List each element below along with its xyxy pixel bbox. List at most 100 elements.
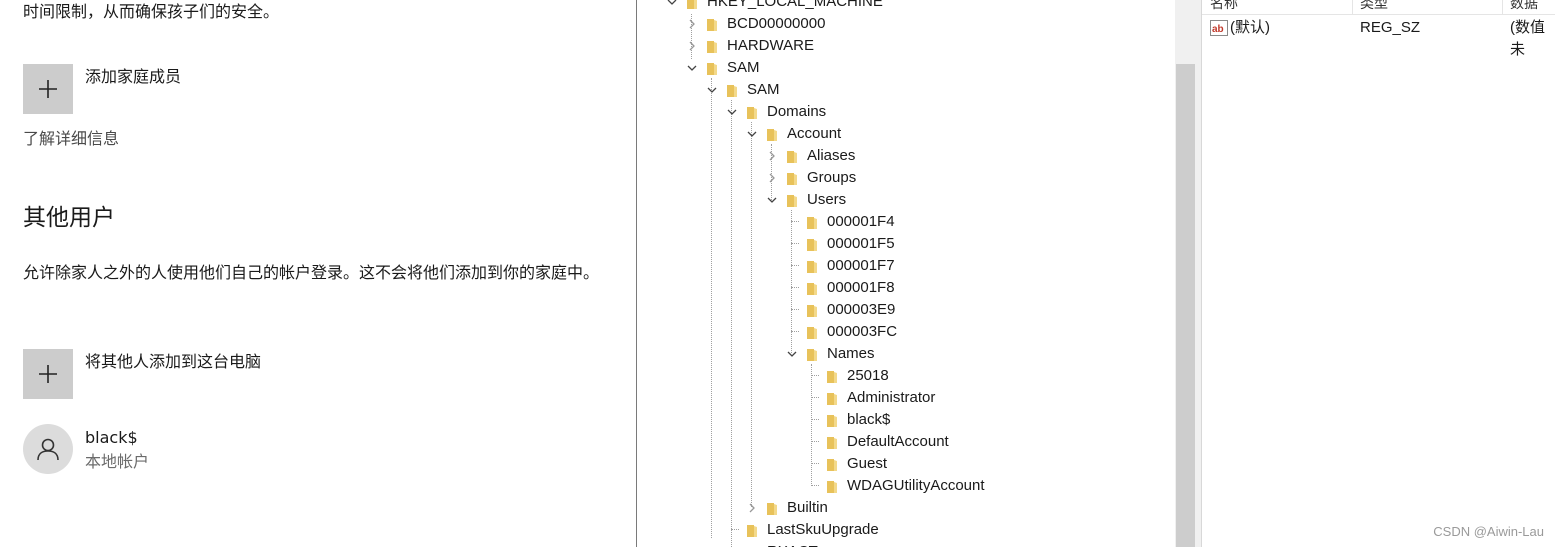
tree-node[interactable]: RXACT <box>637 541 1167 547</box>
chevron-down-icon[interactable] <box>765 189 779 211</box>
tree-node[interactable]: DefaultAccount <box>637 431 1167 453</box>
chevron-right-icon[interactable] <box>765 145 779 167</box>
chevron-right-icon[interactable] <box>685 35 699 57</box>
folder-icon <box>805 303 819 317</box>
pane-splitter[interactable] <box>1196 0 1202 547</box>
tree-node-label: Builtin <box>787 499 828 516</box>
folder-icon <box>725 83 739 97</box>
value-name: (默认) <box>1230 19 1270 36</box>
user-account-type: 本地帐户 <box>85 452 150 471</box>
value-row-default[interactable]: ab (默认) REG_SZ (数值未 <box>1202 17 1555 58</box>
tree-node-label: 000001F5 <box>827 235 895 252</box>
intro-text: 时间限制，从而确保孩子们的安全。 <box>23 2 280 21</box>
tree-node-label: Users <box>807 191 847 208</box>
chevron-down-icon[interactable] <box>705 79 719 101</box>
tree-node[interactable]: HKEY_LOCAL_MACHINE <box>637 0 1167 13</box>
tree-node[interactable]: Domains <box>637 101 1167 123</box>
tree-node[interactable]: BCD00000000 <box>637 13 1167 35</box>
tree-node-label: SAM <box>727 59 760 76</box>
folder-icon <box>825 391 839 405</box>
tree-node[interactable]: SAM <box>637 57 1167 79</box>
column-header-type[interactable]: 类型 <box>1360 0 1503 14</box>
tree-node-label: WDAGUtilityAccount <box>847 477 985 494</box>
tree-node[interactable]: LastSkuUpgrade <box>637 519 1167 541</box>
chevron-down-icon[interactable] <box>785 343 799 365</box>
tree-node-label: black$ <box>847 411 891 428</box>
chevron-down-icon[interactable] <box>725 101 739 123</box>
tree-node[interactable]: Administrator <box>637 387 1167 409</box>
folder-icon <box>745 523 759 537</box>
value-type: REG_SZ <box>1360 19 1421 36</box>
tree-node-label: Names <box>827 345 875 362</box>
folder-icon <box>805 215 819 229</box>
avatar[interactable] <box>23 424 73 474</box>
tree-node[interactable]: 000003E9 <box>637 299 1167 321</box>
tree-node-label: Account <box>787 125 842 142</box>
tree-node-label: BCD00000000 <box>727 15 826 32</box>
tree-node[interactable]: Guest <box>637 453 1167 475</box>
folder-icon <box>705 17 719 31</box>
add-other-user-button[interactable] <box>23 349 73 399</box>
folder-icon <box>805 237 819 251</box>
other-users-title: 其他用户 <box>23 205 115 231</box>
chevron-down-icon[interactable] <box>665 0 679 13</box>
folder-icon <box>805 281 819 295</box>
tree-node-label: 000003E9 <box>827 301 896 318</box>
folder-icon <box>825 413 839 427</box>
string-value-icon: ab <box>1210 20 1228 36</box>
tree-node-label: HKEY_LOCAL_MACHINE <box>707 0 883 10</box>
tree-node-label: RXACT <box>767 541 818 547</box>
chevron-right-icon[interactable] <box>685 13 699 35</box>
tree-node[interactable]: Names <box>637 343 1167 365</box>
folder-icon <box>825 479 839 493</box>
chevron-down-icon[interactable] <box>685 57 699 79</box>
settings-panel: 时间限制，从而确保孩子们的安全。 添加家庭成员 了解详细信息 其他用户 允许除家… <box>0 0 636 547</box>
folder-icon <box>825 435 839 449</box>
chevron-right-icon[interactable] <box>745 497 759 519</box>
tree-node[interactable]: Aliases <box>637 145 1167 167</box>
tree-node-label: 25018 <box>847 367 889 384</box>
tree-node[interactable]: 000001F8 <box>637 277 1167 299</box>
tree-node[interactable]: SAM <box>637 79 1167 101</box>
plus-icon <box>39 365 57 383</box>
folder-icon <box>705 61 719 75</box>
folder-icon <box>765 501 779 515</box>
folder-icon <box>745 105 759 119</box>
values-pane[interactable]: 名称 类型 数据 ab (默认) REG_SZ (数值未 CSDN @Aiwin… <box>1202 0 1555 547</box>
tree-node[interactable]: HARDWARE <box>637 35 1167 57</box>
add-family-button[interactable] <box>23 64 73 114</box>
plus-icon <box>39 80 57 98</box>
tree-node[interactable]: WDAGUtilityAccount <box>637 475 1167 497</box>
chevron-right-icon[interactable] <box>765 167 779 189</box>
folder-icon <box>685 0 699 9</box>
tree-scrollbar-thumb[interactable] <box>1176 64 1195 547</box>
chevron-down-icon[interactable] <box>745 123 759 145</box>
tree-node[interactable]: Users <box>637 189 1167 211</box>
tree-node[interactable]: 000001F4 <box>637 211 1167 233</box>
tree-node-label: 000001F8 <box>827 279 895 296</box>
column-header-name[interactable]: 名称 <box>1210 0 1353 14</box>
tree-node[interactable]: Account <box>637 123 1167 145</box>
tree-node-label: HARDWARE <box>727 37 814 54</box>
user-name[interactable]: black$ <box>85 428 138 447</box>
add-other-user-label[interactable]: 将其他人添加到这台电脑 <box>85 352 262 371</box>
column-header-data[interactable]: 数据 <box>1510 0 1538 11</box>
folder-icon <box>805 259 819 273</box>
tree-node[interactable]: 000001F7 <box>637 255 1167 277</box>
tree-scrollbar[interactable] <box>1175 0 1196 547</box>
tree-node[interactable]: 25018 <box>637 365 1167 387</box>
learn-more-link[interactable]: 了解详细信息 <box>23 129 120 148</box>
folder-icon <box>785 193 799 207</box>
tree-node[interactable]: Builtin <box>637 497 1167 519</box>
tree-node[interactable]: 000003FC <box>637 321 1167 343</box>
svg-text:ab: ab <box>1212 24 1224 35</box>
tree-node[interactable]: black$ <box>637 409 1167 431</box>
tree-node[interactable]: 000001F5 <box>637 233 1167 255</box>
other-users-description: 允许除家人之外的人使用他们自己的帐户登录。这不会将他们添加到你的家庭中。 <box>23 263 600 282</box>
tree-node[interactable]: Groups <box>637 167 1167 189</box>
person-icon <box>37 438 59 461</box>
folder-icon <box>825 369 839 383</box>
add-family-label[interactable]: 添加家庭成员 <box>85 67 182 86</box>
